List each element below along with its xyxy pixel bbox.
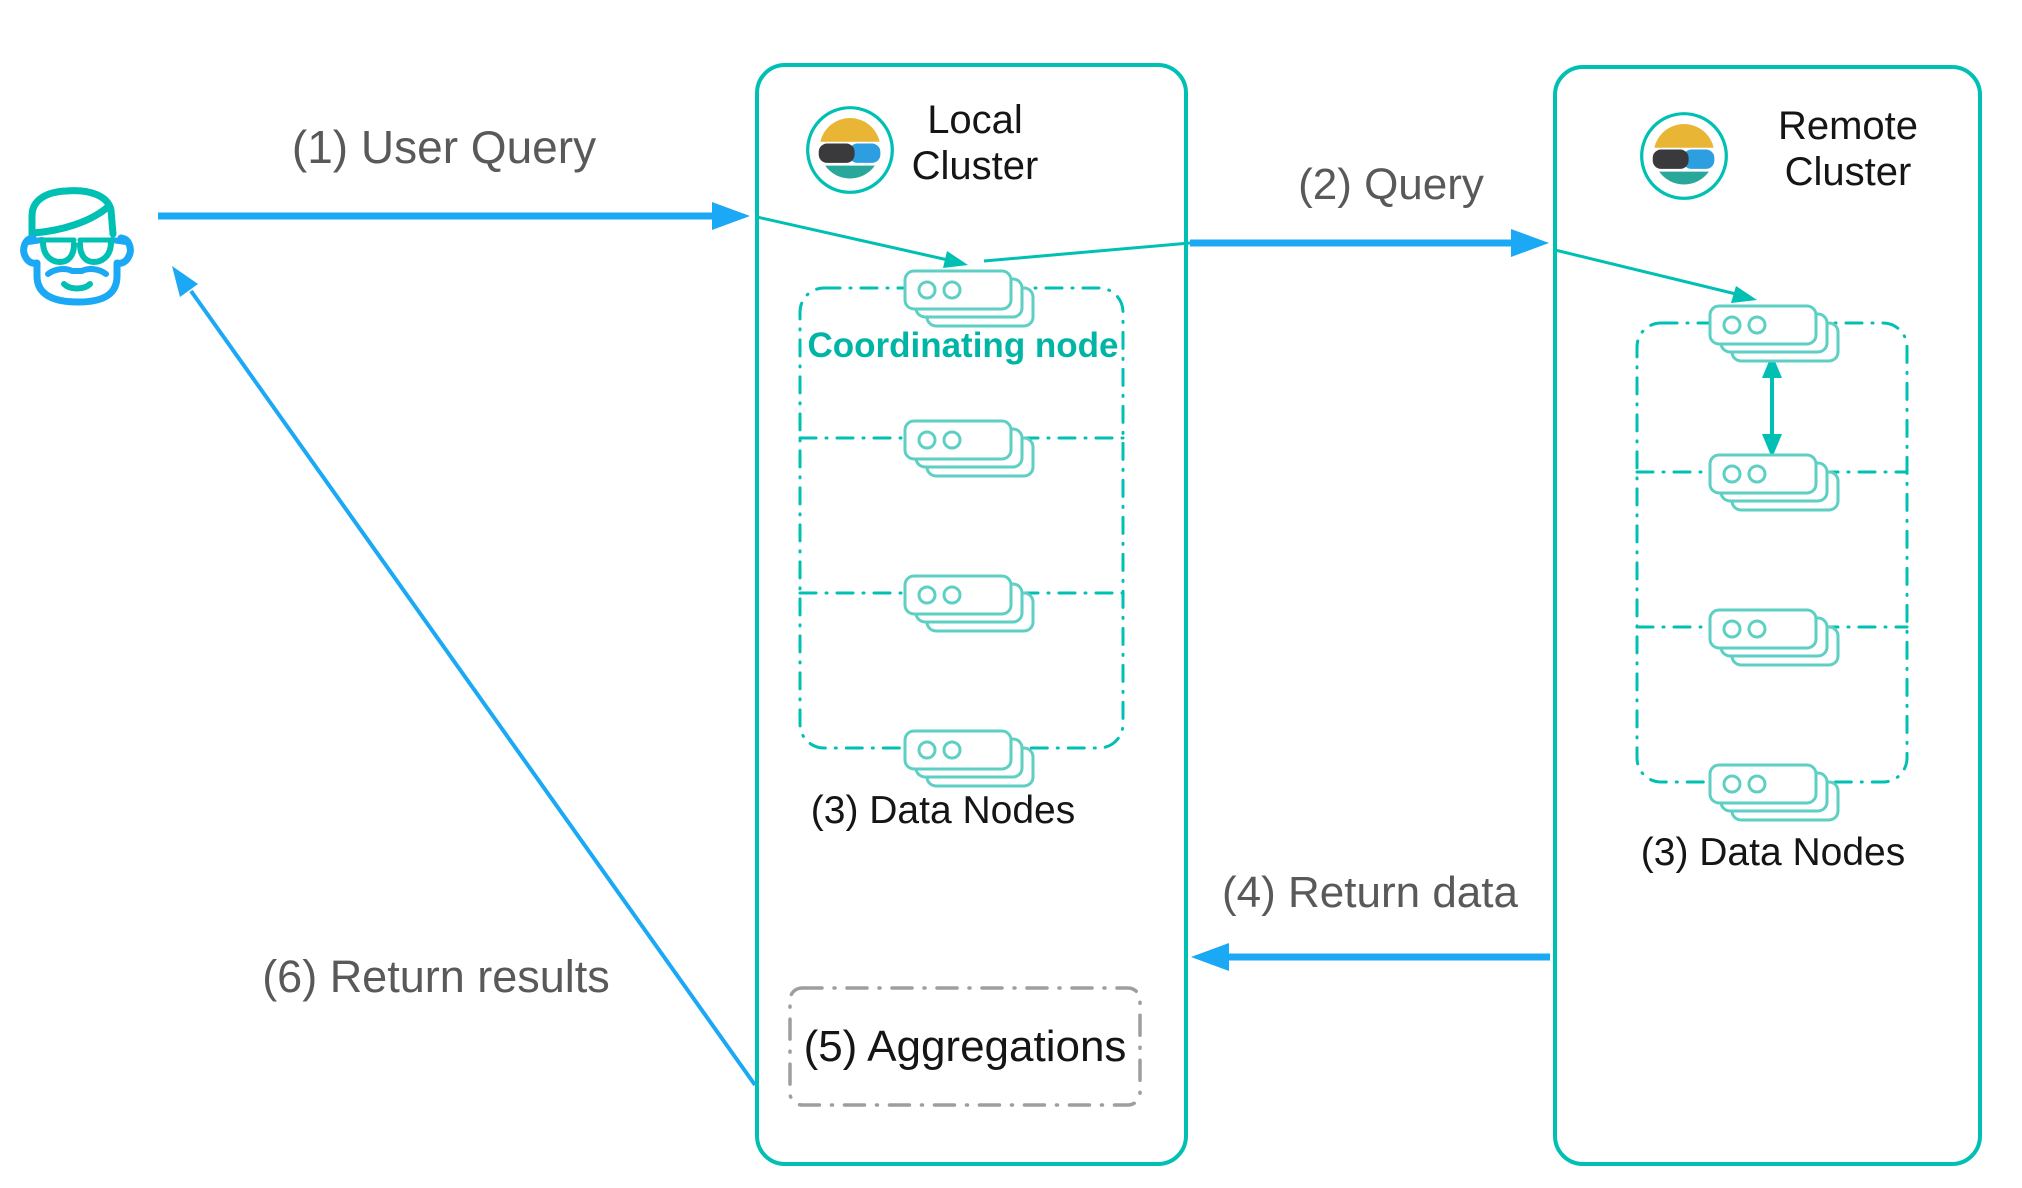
data-node-icon <box>903 419 1043 489</box>
remote-cluster-title-line2: Cluster <box>1784 150 1912 194</box>
local-egress-line <box>983 241 1191 263</box>
data-node-icon <box>1708 453 1848 523</box>
arrow-4-return-data <box>1191 943 1550 971</box>
remote-data-nodes-label: (3) Data Nodes <box>1640 831 1906 874</box>
step1-user-query-label: (1) User Query <box>291 121 597 173</box>
aggregations-label: (5) Aggregations <box>803 1021 1127 1071</box>
data-node-icon <box>1708 763 1848 833</box>
user-face-icon <box>20 187 134 306</box>
local-ingress-line <box>756 215 968 268</box>
remote-ingress-line <box>1554 248 1757 303</box>
data-node-icon <box>903 574 1043 644</box>
arrow-6-return-results <box>172 266 757 1087</box>
local-cluster-title-line2: Cluster <box>911 144 1039 188</box>
local-data-nodes-label: (3) Data Nodes <box>810 789 1076 832</box>
step6-return-results-label: (6) Return results <box>262 951 610 1002</box>
local-cluster-title: Local Cluster <box>880 97 1070 189</box>
remote-cluster-title: Remote Cluster <box>1748 103 1948 195</box>
arrow-2-query <box>1190 229 1549 257</box>
elasticsearch-logo-icon <box>1638 110 1730 202</box>
step4-return-data-label: (4) Return data <box>1222 868 1518 917</box>
aggregations-box <box>788 986 1142 1107</box>
data-node-icon <box>1708 304 1848 374</box>
coordinating-node-label: Coordinating node <box>807 326 1119 365</box>
remote-nodes-sync-arrow <box>1762 354 1782 458</box>
data-node-icon <box>1708 608 1848 678</box>
local-cluster-title-line1: Local <box>927 98 1023 142</box>
remote-cluster-title-line1: Remote <box>1777 104 1919 148</box>
arrow-1-user-query <box>158 202 750 230</box>
step2-query-label: (2) Query <box>1298 160 1484 209</box>
